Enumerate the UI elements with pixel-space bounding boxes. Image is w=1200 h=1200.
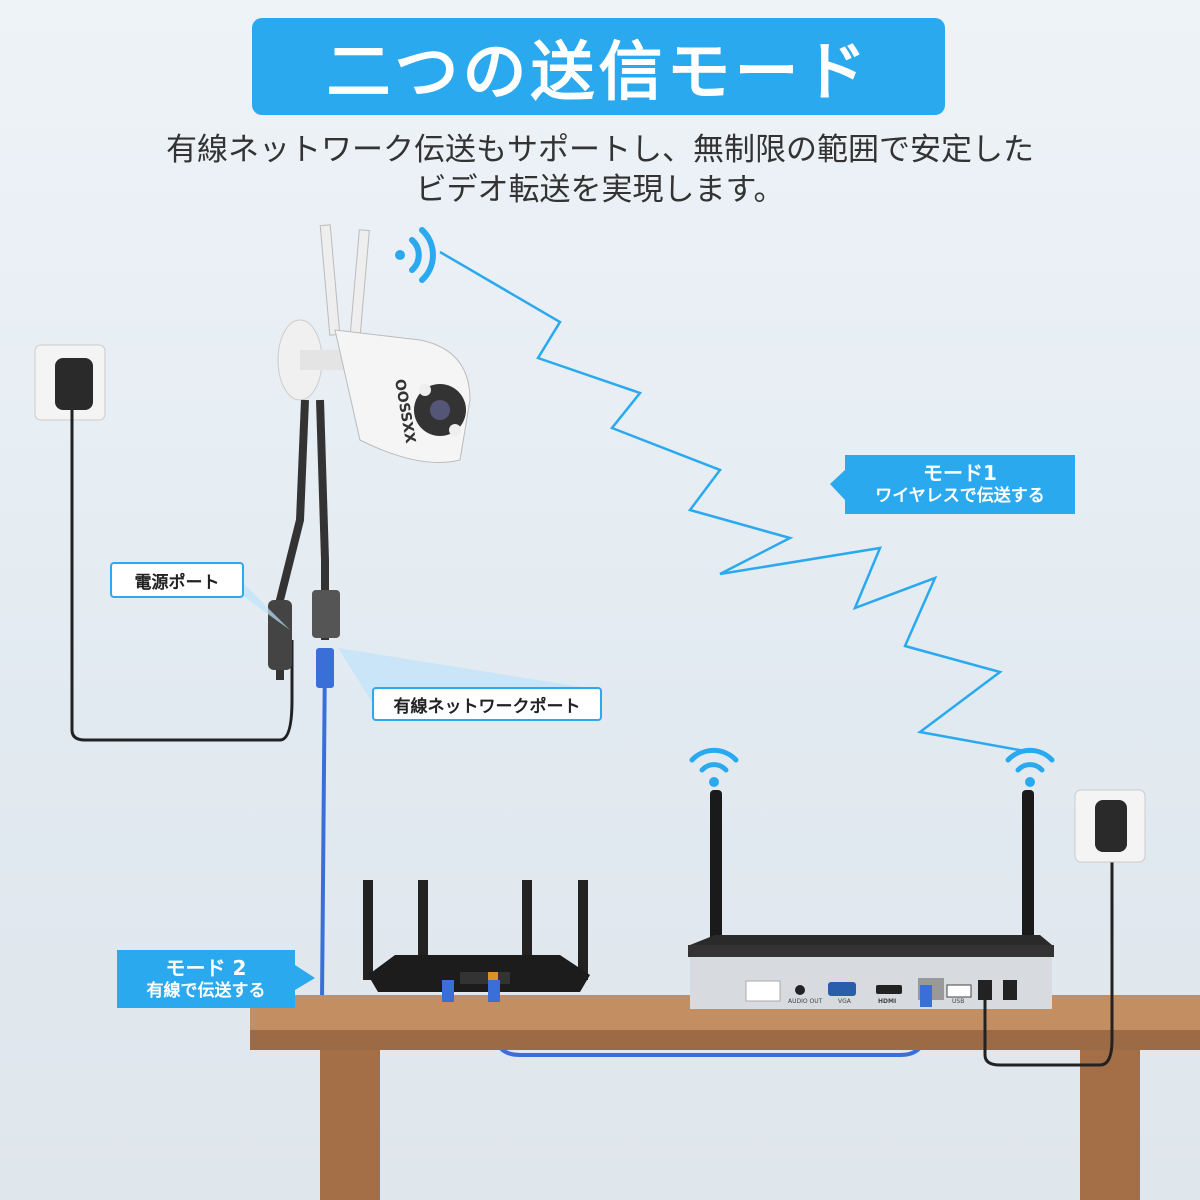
wifi-icon-camera bbox=[395, 227, 436, 283]
subtitle-line-1: 有線ネットワーク伝送もサポートし、無制限の範囲で安定した bbox=[166, 132, 1034, 168]
rj45-plug bbox=[316, 648, 334, 688]
nvr-recorder: AUDIO OUT VGA HDMI USB bbox=[688, 790, 1114, 1067]
subtitle-line-2: ビデオ転送を実現します。 bbox=[415, 172, 785, 208]
vga-label: VGA bbox=[838, 998, 852, 1005]
power-outlet-left bbox=[34, 344, 294, 742]
mode2-desc: 有線で伝送する bbox=[146, 980, 266, 1001]
wireless-signal-line bbox=[439, 250, 1031, 754]
usb-label: USB bbox=[952, 998, 964, 1005]
network-port-callout: 有線ネットワークポート bbox=[372, 687, 602, 721]
mode1-title: モード1 bbox=[923, 461, 997, 486]
camera: OOSSXX bbox=[268, 224, 471, 680]
power-port-callout: 電源ポート bbox=[110, 562, 244, 598]
mode2-label: モード 2 有線で伝送する bbox=[117, 950, 295, 1008]
hdmi-label: HDMI bbox=[878, 998, 896, 1005]
router bbox=[363, 880, 590, 1002]
wifi-icon-nvr-right bbox=[1005, 747, 1055, 787]
mode1-desc: ワイヤレスで伝送する bbox=[875, 486, 1045, 507]
mode1-label: モード1 ワイヤレスで伝送する bbox=[845, 455, 1075, 514]
power-outlet-right bbox=[1074, 789, 1146, 863]
title-banner: 二つの送信モード bbox=[252, 18, 945, 115]
wifi-icon-nvr-left bbox=[689, 747, 739, 787]
wooden-table bbox=[250, 995, 1200, 1200]
audio-out-label: AUDIO OUT bbox=[788, 998, 823, 1005]
page-title: 二つの送信モード bbox=[326, 35, 871, 110]
mode2-title: モード 2 bbox=[165, 955, 247, 980]
